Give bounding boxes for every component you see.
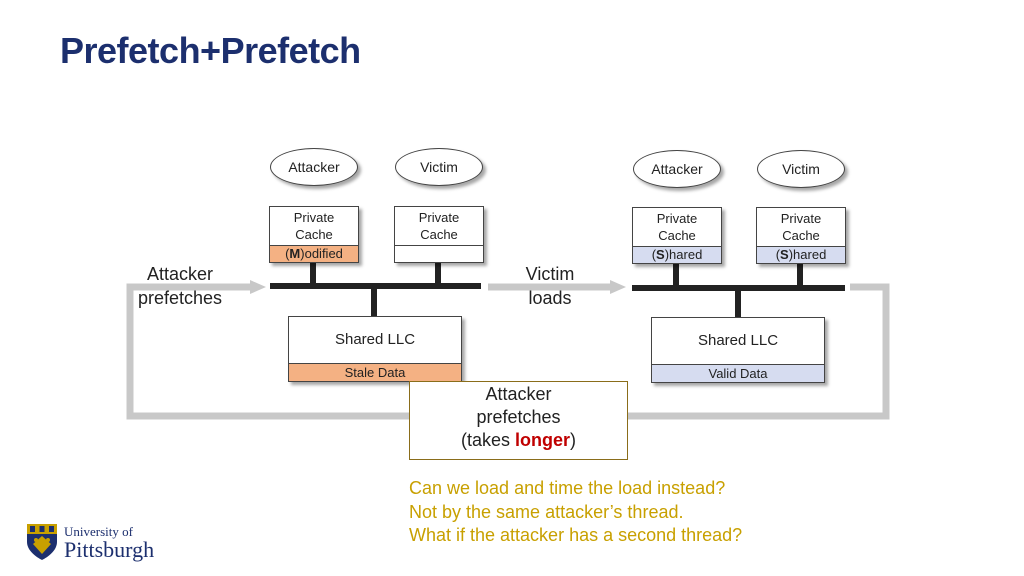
question-notes: Can we load and time the load instead? N… xyxy=(409,477,742,548)
victim-loads-label: Victim loads xyxy=(525,264,575,308)
longer-highlight: longer xyxy=(515,430,571,450)
right-victim-label: Victim xyxy=(782,161,820,177)
right-attacker-node: Attacker xyxy=(633,150,721,188)
llc-state-valid: Valid Data xyxy=(652,364,824,382)
cache-state-shared: (S)hared xyxy=(633,246,721,263)
llc-state-stale: Stale Data xyxy=(289,363,461,381)
note-line: What if the attacker has a second thread… xyxy=(409,525,743,545)
slide-title: Prefetch+Prefetch xyxy=(60,30,361,71)
attacker-prefetches-callout: Attacker prefetches (takes longer) xyxy=(409,381,628,460)
cache-name-line: Private xyxy=(656,211,698,226)
left-attacker-node: Attacker xyxy=(270,148,358,186)
note-line: Not by the same attacker’s thread. xyxy=(409,501,684,522)
left-attacker-label: Attacker xyxy=(288,159,340,175)
attacker-prefetches-label: Attacker prefetches xyxy=(137,264,223,308)
university-logo-text: University of Pittsburgh xyxy=(64,524,155,562)
cache-name-line: Cache xyxy=(295,227,333,242)
right-shared-llc: Shared LLC Valid Data xyxy=(651,317,825,383)
note-line: Can we load and time the load instead? xyxy=(409,478,726,498)
cache-name-line: Cache xyxy=(420,227,458,242)
llc-name: Shared LLC xyxy=(697,332,779,349)
cache-state-shared: (S)hared xyxy=(757,246,845,263)
cache-state-modified: (M)odified xyxy=(270,245,358,262)
cache-name-line: Private xyxy=(293,210,335,225)
right-victim-private-cache: Private Cache (S)hared xyxy=(756,207,846,264)
left-victim-node: Victim xyxy=(395,148,483,186)
cache-name-line: Cache xyxy=(658,228,696,243)
arrow-head-middle xyxy=(610,280,626,294)
university-shield-icon xyxy=(27,524,57,560)
cache-name-line: Cache xyxy=(782,228,820,243)
cache-name-line: Private xyxy=(418,210,460,225)
left-victim-private-cache: Private Cache xyxy=(394,206,484,263)
llc-name: Shared LLC xyxy=(334,331,416,348)
right-attacker-private-cache: Private Cache (S)hared xyxy=(632,207,722,264)
left-shared-llc: Shared LLC Stale Data xyxy=(288,316,462,382)
right-attacker-label: Attacker xyxy=(651,161,703,177)
left-attacker-private-cache: Private Cache (M)odified xyxy=(269,206,359,263)
arrow-head-left xyxy=(250,280,266,294)
right-victim-node: Victim xyxy=(757,150,845,188)
left-victim-label: Victim xyxy=(420,159,458,175)
cache-name-line: Private xyxy=(780,211,822,226)
cache-state-empty xyxy=(395,245,483,262)
